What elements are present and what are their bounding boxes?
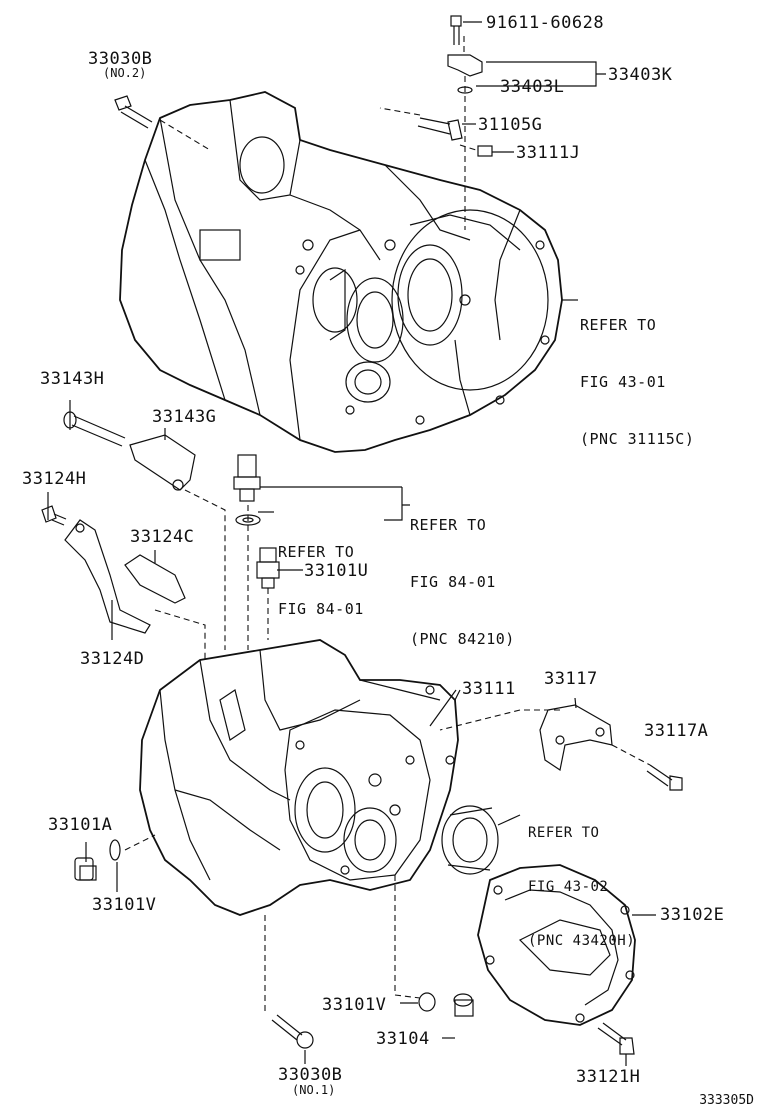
gasket-33101v-bottom bbox=[418, 992, 436, 1012]
label-33030b-no1-note: (NO.1) bbox=[292, 1083, 336, 1097]
back-up-lamp-switch bbox=[233, 454, 261, 526]
ref-line: REFER TO bbox=[278, 543, 355, 561]
label-33124c: 33124C bbox=[130, 527, 195, 547]
label-33102e: 33102E bbox=[660, 905, 725, 925]
label-33101a: 33101A bbox=[48, 815, 113, 835]
assembly-lines bbox=[124, 36, 651, 1015]
diagram-code: 333305D bbox=[699, 1093, 754, 1108]
ref-line: FIG 84-01 bbox=[278, 600, 364, 618]
bracket-33143g bbox=[129, 434, 196, 491]
label-33101v-left: 33101V bbox=[92, 895, 157, 915]
leader-lines bbox=[47, 21, 656, 1066]
case-cover bbox=[477, 864, 636, 1026]
oil-seal bbox=[441, 805, 499, 875]
label-33403k: 33403K bbox=[608, 65, 673, 85]
label-33117a: 33117A bbox=[644, 721, 709, 741]
label-33101u: 33101U bbox=[304, 561, 369, 581]
label-33030b-no2-note: (NO.2) bbox=[103, 66, 147, 80]
transaxle-housing-upper bbox=[119, 91, 563, 453]
bracket-33124c bbox=[124, 554, 186, 604]
label-33124h: 33124H bbox=[22, 469, 87, 489]
ref-line: FIG 43-02 bbox=[528, 879, 609, 895]
bolt-33124h bbox=[41, 505, 67, 526]
ref-line: (PNC 31115C) bbox=[580, 430, 695, 448]
ref-line: (PNC 43420H) bbox=[528, 933, 636, 949]
plug-33101a bbox=[74, 857, 97, 881]
reference-note-fig-43-02: REFER TO FIG 43-02 (PNC 43420H) bbox=[528, 788, 635, 968]
bolt-33117a bbox=[646, 764, 683, 791]
ref-line: (PNC 84210) bbox=[410, 630, 515, 648]
bolt-31105g bbox=[417, 117, 463, 141]
ref-line: FIG 43-01 bbox=[580, 373, 666, 391]
label-31105g: 31105G bbox=[478, 115, 543, 135]
label-33124d: 33124D bbox=[80, 649, 145, 669]
plug-33104 bbox=[453, 993, 474, 1017]
pin-33111j bbox=[477, 145, 493, 157]
label-33403l: 33403L bbox=[500, 77, 565, 97]
ref-line: REFER TO bbox=[580, 316, 657, 334]
bracket-33124d bbox=[64, 519, 151, 634]
plug-33101u bbox=[256, 547, 280, 589]
bolt-33121h bbox=[597, 1022, 635, 1055]
ref-line: REFER TO bbox=[410, 516, 487, 534]
label-33111j: 33111J bbox=[516, 143, 581, 163]
label-91611-60628: 91611-60628 bbox=[486, 13, 605, 33]
label-33101v-bottom: 33101V bbox=[322, 995, 387, 1015]
ref-line: FIG 84-01 bbox=[410, 573, 496, 591]
label-33143h: 33143H bbox=[40, 369, 105, 389]
bolt-33030b-no1 bbox=[271, 1014, 314, 1049]
transaxle-case-lower bbox=[139, 639, 459, 916]
label-33117: 33117 bbox=[544, 669, 598, 689]
label-33121h: 33121H bbox=[576, 1067, 641, 1087]
bracket-33117 bbox=[539, 704, 613, 771]
label-33030b-no2: 33030B bbox=[88, 49, 153, 69]
bolt-91611 bbox=[450, 15, 462, 45]
reference-note-fig-43-01: REFER TO FIG 43-01 (PNC 31115C) bbox=[580, 278, 694, 468]
label-33111: 33111 bbox=[462, 679, 516, 699]
gasket-33101v-left bbox=[109, 839, 121, 861]
bolt-33030b-no2 bbox=[114, 95, 153, 129]
reference-note-fig-84-01-pnc: REFER TO FIG 84-01 (PNC 84210) bbox=[410, 478, 515, 668]
reference-note-fig-84-01: REFER TO FIG 84-01 bbox=[278, 505, 364, 638]
label-33104: 33104 bbox=[376, 1029, 430, 1049]
bolt-33143h bbox=[63, 411, 126, 447]
label-33030b-no1: 33030B bbox=[278, 1065, 343, 1085]
ref-line: REFER TO bbox=[528, 825, 600, 841]
label-33143g: 33143G bbox=[152, 407, 217, 427]
